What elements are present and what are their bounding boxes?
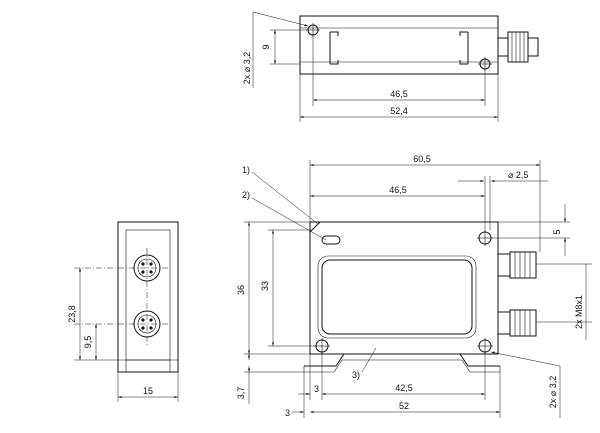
callout-1-leader [251, 171, 319, 225]
mounting-bracket [304, 353, 500, 367]
dim-connector-thread: 2x M8x1 [574, 295, 584, 329]
callout-2: 2) [242, 190, 250, 200]
side-view-inner [125, 229, 171, 361]
dim-3-7: 3,7 [236, 387, 246, 400]
dim-52-4: 52,4 [390, 106, 408, 116]
callout-1: 1) [242, 165, 250, 175]
dim-46-5-front: 46,5 [389, 185, 407, 195]
dim-hole-3-2-front: 2x ⌀ 3,2 [548, 376, 558, 408]
callout-3-leader [361, 347, 377, 373]
side-view-body [117, 221, 179, 373]
front-connector-upper [497, 251, 537, 279]
dim-hole-top: 2x ⌀ 3,2 [242, 52, 252, 84]
dim-9-5: 9,5 [83, 336, 93, 349]
dim-15: 15 [143, 386, 153, 396]
dim-3-lower: 3 [285, 408, 290, 418]
dim-3-upper: 3 [314, 384, 319, 394]
front-view-body [309, 221, 499, 355]
dim-9: 9 [261, 44, 271, 49]
dim-23-8: 23,8 [67, 305, 77, 323]
callout-3: 3) [352, 370, 360, 380]
right-slot [459, 31, 469, 65]
dim-52: 52 [399, 401, 409, 411]
dim-5: 5 [552, 229, 562, 234]
dim-36: 36 [236, 285, 246, 295]
top-view: 46,5 52,4 9 2x ⌀ 3,2 [242, 11, 539, 122]
callout-2-leader [251, 197, 327, 241]
front-connector-lower [497, 309, 537, 337]
dim-hole-2-5: ⌀ 2,5 [508, 170, 528, 180]
dim-42-5: 42,5 [395, 383, 413, 393]
optic-slot [321, 235, 341, 245]
front-view: 1) 2) 3) 60,5 46,5 ⌀ 2,5 5 2x M8x1 [236, 154, 592, 418]
front-window [321, 259, 473, 335]
dim-60-5: 60,5 [413, 154, 431, 164]
dim-46-5-top: 46,5 [390, 89, 408, 99]
side-view: 23,8 9,5 15 [67, 221, 179, 402]
dim-33: 33 [260, 281, 270, 291]
top-connector [497, 31, 539, 63]
left-slot [329, 31, 339, 65]
